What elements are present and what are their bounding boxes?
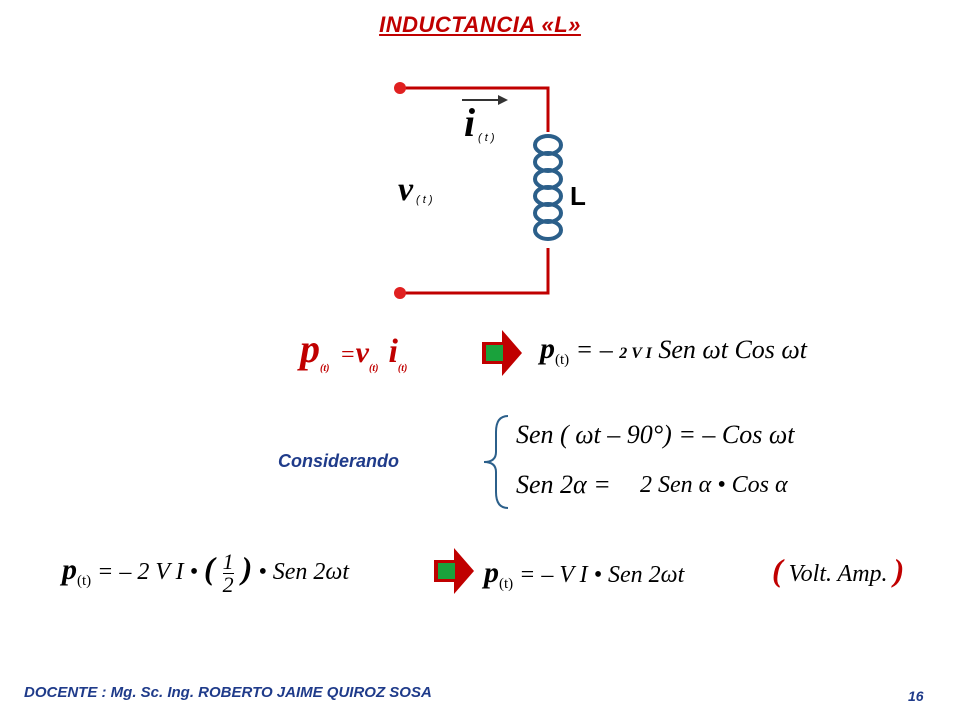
eq3-close-paren: ) — [241, 550, 253, 586]
implies-arrow-icon-2 — [434, 548, 474, 594]
eq1-v-sub: (t) — [368, 363, 379, 374]
inductor-circuit-diagram: i ( t ) v ( t ) L — [394, 82, 586, 299]
power-sin-cos-equation: p(t) = – 2 V I Sen ωt Cos ωt — [540, 332, 807, 369]
power-final-equation: p(t) = – V I • Sen 2ωt — [484, 556, 684, 593]
eq3-rhs1: = – 2 V I • — [97, 559, 198, 585]
trig-identity-1: Sen ( ωt – 90°) = – Cos ωt — [516, 420, 795, 449]
power-definition-equation: p(t) =v(t) i(t) — [300, 325, 407, 374]
eq2-p-sub: (t) — [555, 352, 570, 369]
eq3-numerator: 1 — [222, 548, 234, 574]
top-wire — [400, 86, 550, 132]
eq2-p: p — [540, 332, 555, 365]
bottom-terminal — [394, 287, 406, 299]
units-open-paren: ( — [772, 552, 783, 588]
current-subscript: ( t ) — [478, 132, 495, 144]
current-arrow-icon — [462, 95, 508, 105]
inductor-coil — [533, 134, 563, 241]
eq3-p-sub: (t) — [77, 572, 92, 589]
eq3-p: p — [62, 553, 77, 586]
eq1-equals: = — [339, 342, 356, 368]
eq2-rhs2: Sen ωt Cos ωt — [658, 335, 807, 364]
eq2-rhs1: = – — [575, 335, 613, 364]
units-close-paren: ) — [893, 552, 905, 588]
eq3-fraction: 1 2 — [222, 548, 234, 597]
top-terminal — [394, 82, 406, 94]
eq1-v: v — [355, 336, 369, 369]
eq1-p: p — [300, 326, 320, 371]
trig-identity-2-rhs: 2 Sen α • Cos α — [640, 472, 788, 498]
eq1-p-sub: (t) — [320, 363, 330, 374]
eq3-denominator: 2 — [222, 571, 234, 597]
eq1-i: i — [388, 333, 398, 370]
units-text: Volt. Amp. — [788, 561, 888, 587]
considering-label: Considerando — [278, 451, 400, 471]
eq4-rhs: = – V I • Sen 2ωt — [519, 562, 685, 588]
trig-identity-2-lhs: Sen 2α = — [516, 470, 611, 499]
footer-teacher: DOCENTE : Mg. Sc. Ing. ROBERTO JAIME QUI… — [24, 684, 432, 701]
identity-brace — [483, 415, 509, 509]
eq4-p: p — [484, 556, 499, 589]
inductor-label: L — [570, 181, 586, 211]
page-title: INDUCTANCIA «L» — [379, 12, 581, 37]
page-number: 16 — [908, 688, 924, 704]
eq3-rhs2: • Sen 2ωt — [258, 559, 349, 585]
implies-arrow-icon — [482, 330, 522, 376]
units-label: ( Volt. Amp. ) — [772, 552, 904, 589]
eq3-open-paren: ( — [204, 550, 215, 586]
current-label: i — [464, 100, 475, 145]
eq1-i-sub: (t) — [397, 363, 408, 374]
voltage-label: v — [398, 171, 414, 208]
eq2-coef: 2 V I — [619, 345, 652, 362]
bottom-wire — [400, 248, 550, 295]
eq4-p-sub: (t) — [499, 575, 514, 592]
power-half-equation: p(t) = – 2 V I • ( 1 2 ) • Sen 2ωt — [62, 550, 349, 596]
voltage-subscript: ( t ) — [416, 194, 433, 206]
